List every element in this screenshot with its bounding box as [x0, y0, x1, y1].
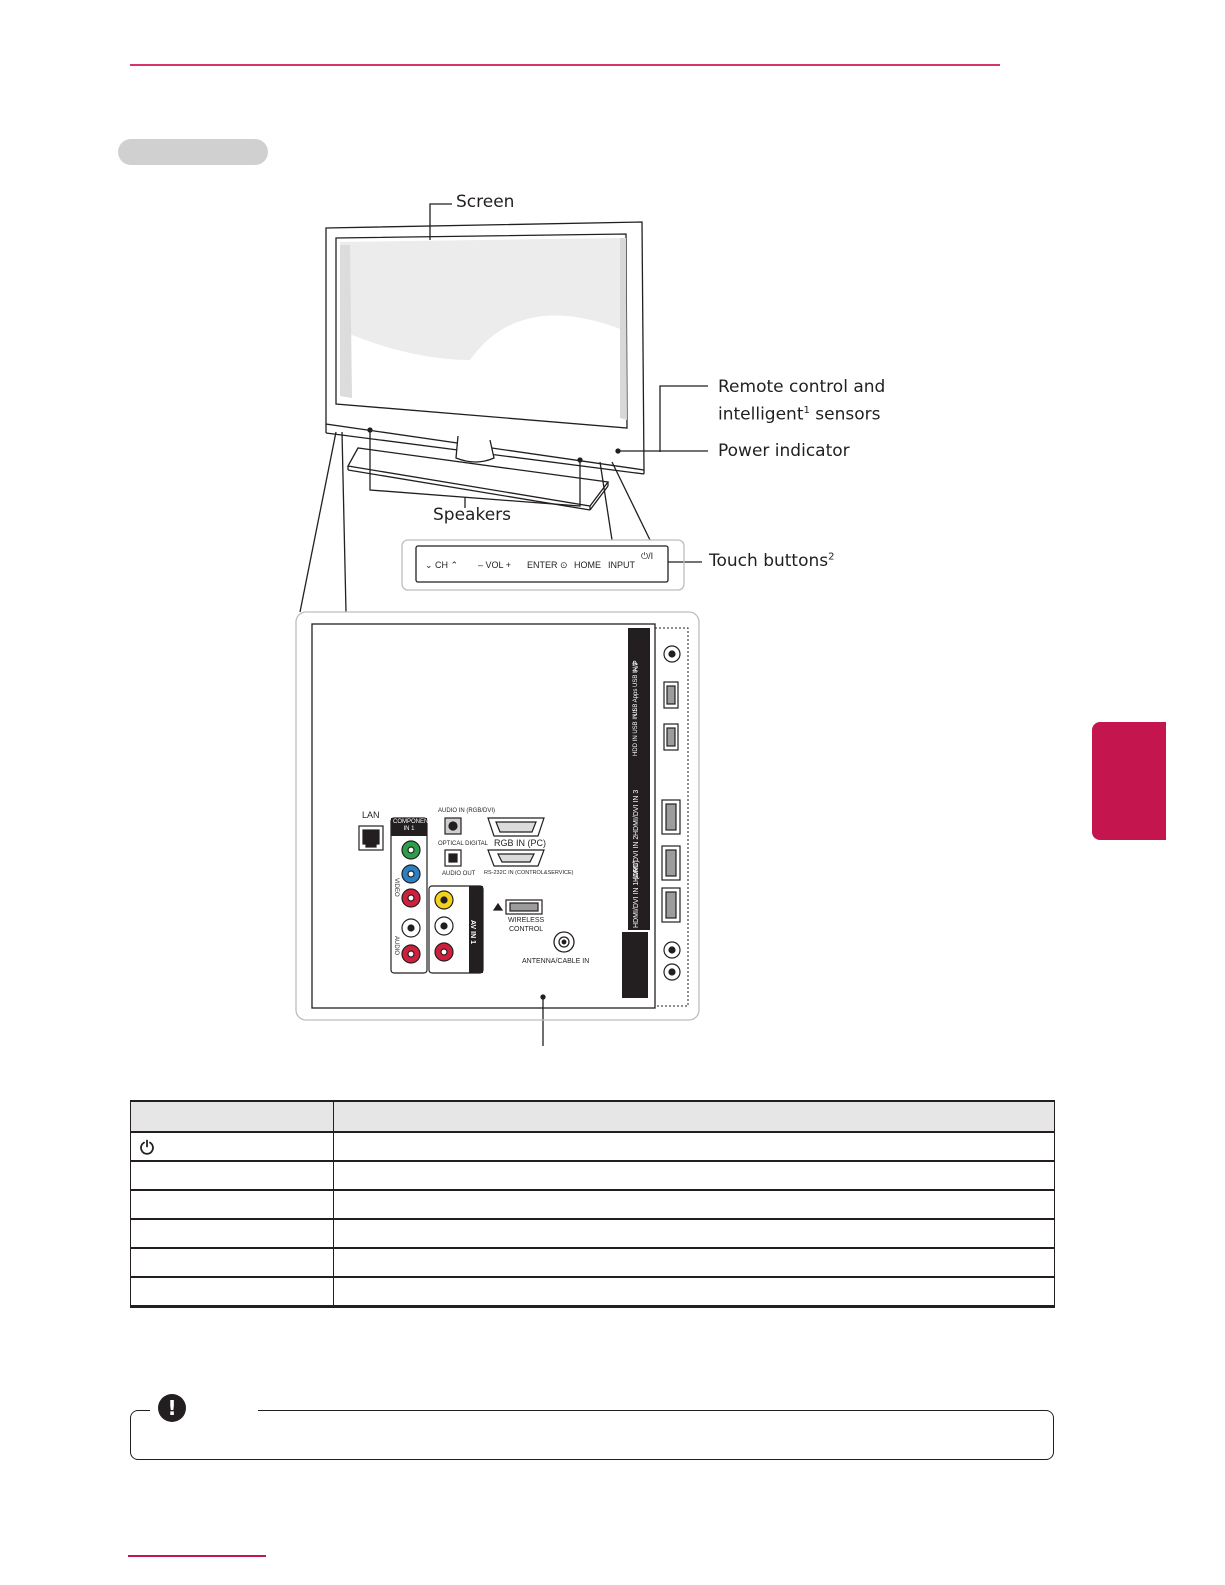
rgb-in-label: RGB IN (PC) — [494, 838, 547, 848]
hdmi3-label: HDMI/DVI IN 3 — [633, 789, 640, 836]
rs232-label: RS-232C IN (CONTROL&SERVICE) — [484, 870, 574, 876]
remote-sensor-label-line2: intelligent1 sensors — [718, 404, 881, 425]
touch-button-table — [130, 1100, 1055, 1308]
tv-stand-neck — [455, 435, 495, 463]
back-panel-outer — [295, 611, 700, 1021]
component-in-label: COMPONENT IN 1 — [393, 819, 432, 832]
remote-sensor-label: Remote control and intelligent1 sensors — [718, 376, 885, 427]
vol-touch-button[interactable]: – VOL + — [478, 560, 511, 570]
touch-buttons-label: Touch buttons2 — [709, 551, 835, 571]
table-row — [130, 1161, 1055, 1191]
header-rule — [130, 64, 1000, 66]
table-cell-button — [130, 1190, 334, 1220]
chapter-side-tab — [1092, 722, 1166, 840]
table-cell-button — [130, 1277, 334, 1308]
table-cell-button — [130, 1248, 334, 1278]
screen-leader — [429, 203, 452, 240]
power-touch-button[interactable]: ⏻/I — [641, 551, 654, 561]
audio-label: AUDIO — [393, 936, 399, 956]
table-row — [130, 1277, 1055, 1308]
table-header-description — [333, 1100, 1055, 1133]
screen-label: Screen — [456, 192, 515, 212]
lan-label: LAN — [362, 810, 380, 820]
table-cell-description — [333, 1277, 1055, 1308]
speakers-label: Speakers — [433, 505, 512, 525]
table-cell-description — [333, 1219, 1055, 1249]
table-header-row — [130, 1100, 1055, 1133]
table-cell-description — [333, 1248, 1055, 1278]
touch-panel-inner — [415, 545, 669, 583]
ch-touch-button[interactable]: ⌄ CH ⌃ — [425, 560, 459, 570]
exclamation-icon: ! — [158, 1394, 186, 1422]
table-cell-description — [333, 1132, 1055, 1162]
tv-diagram — [295, 203, 708, 1046]
video-label: VIDEO — [393, 878, 399, 897]
note-box — [130, 1410, 1054, 1460]
table-row — [130, 1132, 1055, 1162]
enter-touch-button[interactable]: ENTER ⊙ — [527, 560, 568, 570]
footer-rule — [128, 1555, 266, 1557]
optical-digital-label: OPTICAL DIGITAL — [438, 841, 489, 847]
home-touch-button[interactable]: HOME — [574, 560, 601, 570]
table-cell-description — [333, 1161, 1055, 1191]
table-row — [130, 1248, 1055, 1278]
audio-out-label: AUDIO OUT — [442, 871, 476, 877]
table-cell-button — [130, 1132, 334, 1162]
sensor-leader — [659, 385, 708, 452]
side-port-label-strip — [628, 628, 650, 930]
table-row — [130, 1190, 1055, 1220]
table-cell-button — [130, 1219, 334, 1249]
touch-panel-outer — [401, 539, 685, 591]
section-label-pill — [118, 139, 268, 165]
power-indicator-label: Power indicator — [718, 441, 850, 461]
table-row — [130, 1219, 1055, 1249]
antenna-label: ANTENNA/CABLE IN — [522, 958, 590, 965]
side-jacks-dashed — [654, 627, 689, 1007]
remote-sensor-label-line1: Remote control and — [718, 377, 886, 397]
speakers-bracket — [369, 430, 581, 507]
power-icon — [140, 1139, 154, 1155]
table-cell-button — [130, 1161, 334, 1191]
table-header-button — [130, 1100, 334, 1133]
usb1-label: HDD IN USB IN 1 — [633, 708, 639, 756]
audio-in-rgb-label: AUDIO IN (RGB/DVI) — [438, 808, 496, 814]
table-cell-description — [333, 1190, 1055, 1220]
av-in-label: AV IN 1 — [469, 920, 476, 944]
input-touch-button[interactable]: INPUT — [608, 560, 635, 570]
hdmi1-label: HDMI/DVI IN 1 (ARC) — [633, 860, 640, 928]
